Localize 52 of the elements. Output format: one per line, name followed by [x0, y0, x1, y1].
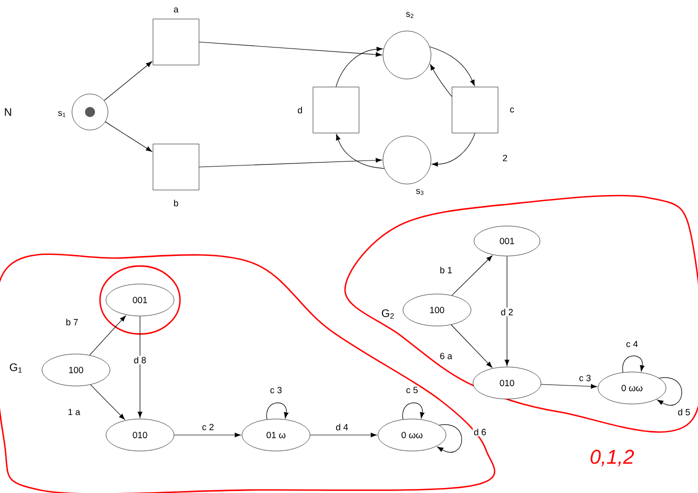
- arrow: [450, 324, 492, 368]
- edge-label: d 6: [472, 428, 488, 436]
- edge-label: d 2: [500, 308, 514, 316]
- arrow: [198, 42, 382, 57]
- arrow: [429, 46, 475, 86]
- arrow: [89, 316, 126, 356]
- edge-label: 1 a: [66, 408, 82, 416]
- arrow: [430, 64, 452, 97]
- edge-label: c 3: [269, 386, 283, 394]
- arrow: [198, 158, 382, 168]
- arrow: [310, 432, 377, 438]
- node-label: a: [174, 8, 179, 12]
- edge-label: 6 a: [438, 352, 454, 360]
- edge-label: d 5: [676, 408, 692, 416]
- handwritten-note: 0,1,2: [590, 450, 634, 466]
- transition-box: c: [452, 86, 514, 134]
- arrow: [138, 316, 142, 418]
- arrow: [452, 255, 492, 296]
- transition-box: d: [298, 86, 360, 134]
- transition-box: a: [152, 8, 200, 66]
- node-label: s$_{1}$: [58, 111, 66, 117]
- graph-label: N: [4, 108, 12, 116]
- edge-label: b 7: [64, 318, 80, 326]
- arrow: [622, 356, 644, 373]
- edge-label: c 3: [578, 374, 592, 382]
- arrow: [104, 61, 152, 101]
- arrow: [266, 402, 288, 420]
- arrow: [657, 377, 682, 406]
- arrow: [540, 384, 597, 389]
- transition-box: b: [152, 144, 200, 206]
- node-label: d: [298, 106, 302, 114]
- graph-label: G$_{1}$: [10, 363, 22, 373]
- edge-label: 2: [502, 154, 508, 162]
- edge-label: c 5: [405, 386, 419, 394]
- node-label: s$_{3}$: [416, 189, 424, 195]
- arrow: [105, 122, 152, 152]
- arrow: [336, 46, 383, 88]
- edge-label: d 4: [334, 422, 350, 432]
- edge-label: c 2: [201, 422, 215, 432]
- arrow: [336, 134, 385, 169]
- node-label: s$_{2}$: [406, 12, 414, 18]
- edge-label: d 8: [132, 356, 148, 364]
- node-label: b: [174, 200, 178, 206]
- arrow: [90, 384, 125, 420]
- edge-label: c 4: [625, 340, 639, 348]
- arrow: [402, 402, 424, 420]
- arrow: [432, 132, 476, 166]
- edge-label: b 1: [438, 266, 454, 274]
- arrow: [437, 424, 462, 452]
- node-label: c: [510, 108, 514, 112]
- arrow: [504, 256, 510, 366]
- arrow: [174, 432, 241, 438]
